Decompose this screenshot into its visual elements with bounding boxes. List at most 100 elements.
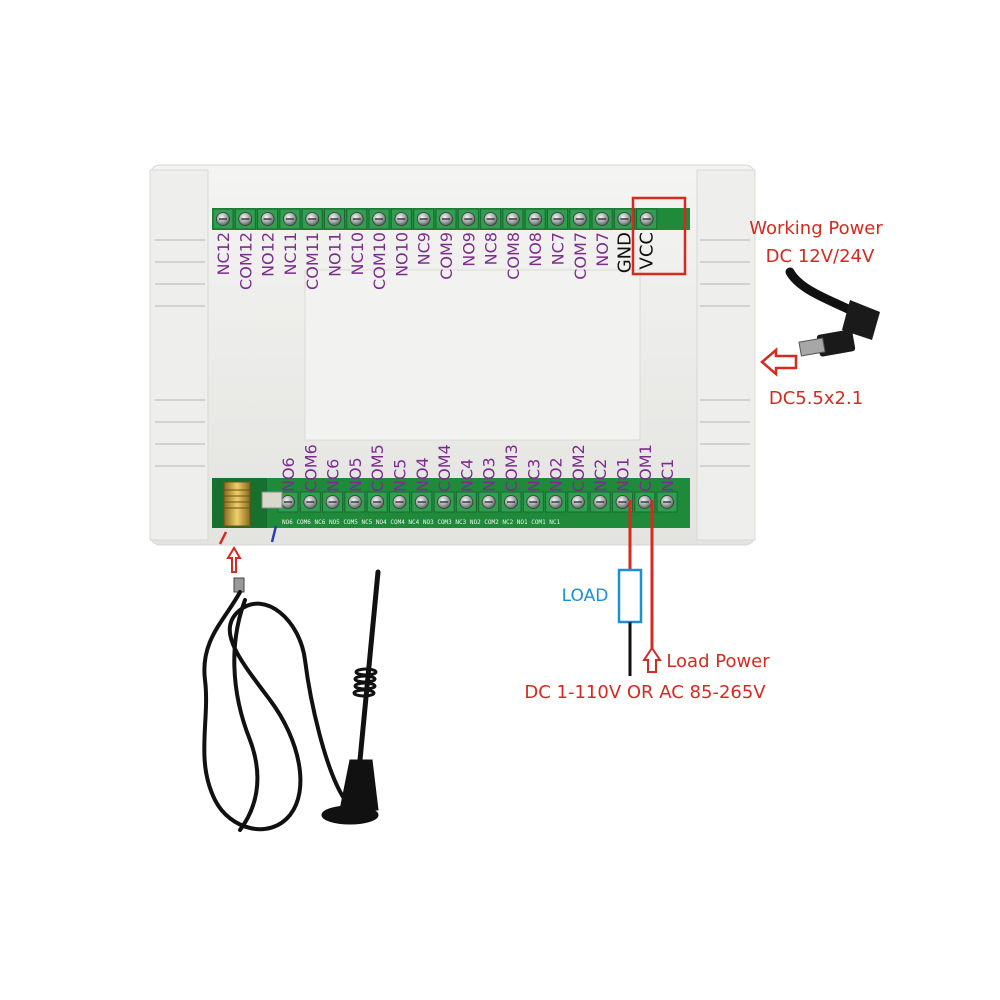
bottom-terminal-label: NO5 [346,457,365,492]
top-terminal-label: NO12 [259,232,278,277]
bottom-terminal-screw [478,491,500,513]
working-power-voltage: DC 12V/24V [766,246,875,267]
top-terminal-label: NC12 [214,232,233,276]
bottom-terminal-label: NC4 [457,459,476,492]
top-terminal-label: NO9 [459,232,478,267]
bottom-terminal-label: NC3 [524,459,543,492]
bottom-terminal-screw [366,491,388,513]
bottom-terminal-screw [656,491,678,513]
relay-enclosure [149,164,756,546]
bottom-terminal-screw [322,491,344,513]
sma-connector [218,481,251,545]
load-label: LOAD [562,586,609,606]
bottom-terminal-screw [277,491,299,513]
load-power-arrow-icon [642,646,662,673]
top-terminal-screw [502,208,524,230]
load-wiring [617,500,662,676]
bottom-terminal-label: COM2 [569,444,588,492]
bottom-terminal-label: COM6 [301,444,320,492]
bottom-terminal-label: COM4 [435,444,454,492]
bottom-terminal-label: NC5 [391,459,410,492]
top-terminal-screw [435,208,457,230]
top-terminal-screw [234,208,256,230]
load-voltage-label: DC 1-110V OR AC 85-265V [524,682,766,703]
top-terminal-screw [368,208,390,230]
top-terminal-label: NC9 [415,232,434,265]
bottom-terminal-label: NO4 [413,457,432,492]
bottom-terminal-label: COM5 [368,444,387,492]
bottom-terminal-screw [389,491,410,513]
top-terminal-screw [547,208,568,230]
bottom-terminal-screw [589,491,611,513]
antenna-icon [202,569,381,832]
bottom-terminal-screw [500,491,522,513]
bottom-terminal-label: NO6 [279,457,298,492]
power-terminal-label-vcc: VCC [637,232,658,269]
dc-jack-label: DC5.5x2.1 [769,388,863,409]
top-terminal-label: COM10 [370,232,389,290]
bottom-terminal-screw [545,491,567,513]
top-terminal-screw [212,208,234,230]
pcb-silkscreen: NO6 COM6 NC6 NO5 COM5 NC5 NO4 COM4 NC4 N… [282,519,561,526]
top-terminal-screw [480,208,502,230]
bottom-terminal-screw [567,491,589,513]
top-terminal-screw [636,208,658,230]
top-terminal-screw [457,208,479,230]
top-terminal-screw [413,208,435,230]
bottom-terminal-label: NC6 [324,459,343,492]
top-terminal-screw [569,208,591,230]
bottom-terminal-label: NO2 [547,457,566,492]
bottom-terminal-label: COM1 [636,444,655,492]
top-terminal-screw [257,208,279,230]
top-terminal-screw [324,208,345,230]
bottom-terminal-screw [634,491,656,513]
power-input-arrow-icon [760,347,798,377]
bottom-terminal-label: COM3 [502,444,521,492]
top-terminal-label: COM11 [303,232,322,290]
top-terminal-label: NO11 [326,232,345,277]
load-resistor [617,568,643,624]
top-terminal-screw [613,208,635,230]
top-terminal-screw [591,208,613,230]
working-power-label: Working Power [749,218,883,239]
top-terminal-label: NC8 [482,232,501,265]
bottom-terminal-label: NO1 [614,457,633,492]
top-terminal-label: COM12 [236,232,255,290]
bottom-terminal-screw [433,491,455,513]
antenna-arrow-icon [226,546,242,573]
bottom-screw-row [277,491,678,513]
bottom-terminal-label: NO3 [480,457,499,492]
power-terminal-label-gnd: GND [614,232,635,273]
top-terminal-screw [390,208,412,230]
top-terminal-screw [301,208,323,230]
bottom-terminal-screw [612,491,633,513]
power-terminal-box [631,196,687,276]
top-terminal-label: COM9 [437,232,456,280]
bottom-terminal-screw [455,491,477,513]
dc-power-plug-icon [785,267,880,357]
bottom-terminal-screw [522,491,544,513]
top-terminal-label: NC10 [348,232,367,276]
top-screw-row [212,208,658,230]
top-terminal-screw [524,208,546,230]
top-terminal-label: NC7 [549,232,568,265]
bottom-terminal-screw [344,491,366,513]
bottom-terminal-label: NC2 [591,459,610,492]
bottom-terminal-label: NC1 [658,459,677,492]
load-power-label: Load Power [666,651,770,672]
top-terminal-screw [346,208,368,230]
top-terminal-label: NC11 [281,232,300,276]
top-terminal-label: COM8 [504,232,523,280]
bottom-terminal-screw [299,491,321,513]
top-terminal-label: COM7 [571,232,590,280]
top-terminal-screw [279,208,301,230]
status-led [261,491,283,543]
top-terminal-label: NO8 [526,232,545,267]
top-terminal-label: NO10 [392,232,411,277]
top-terminal-strip [212,208,690,230]
top-terminal-label: NO7 [593,232,612,267]
bottom-terminal-screw [411,491,433,513]
